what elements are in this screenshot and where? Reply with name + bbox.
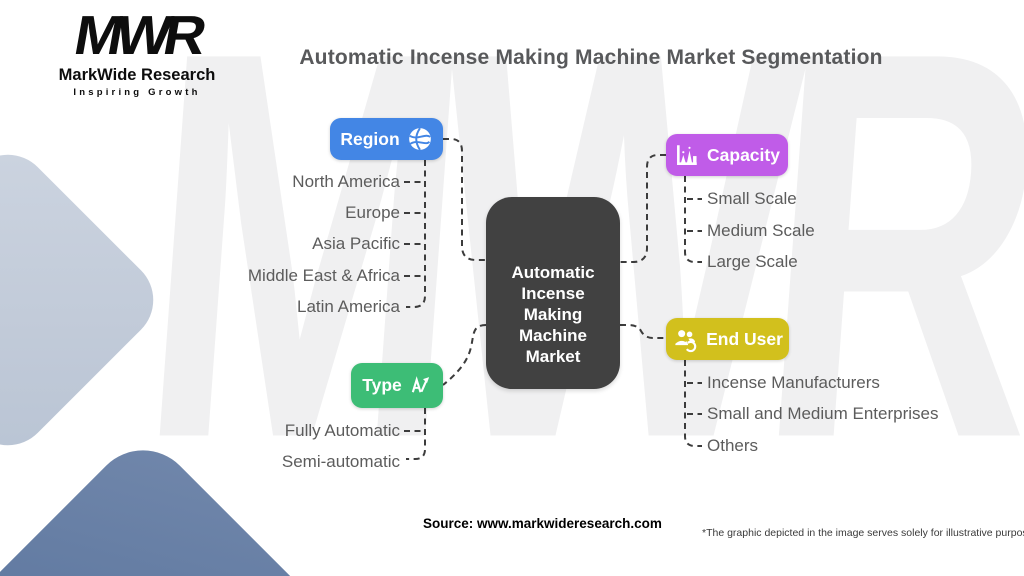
segment-node-end-user: End User [666,318,789,360]
type-item: Fully Automatic [284,421,400,440]
center-node-label: Automatic Incense Making Machine Market [511,263,595,366]
logo-name: MarkWide Research [58,66,216,84]
bar-chart-icon [677,145,697,165]
type-tools-icon [411,376,429,393]
end-user-item: Others [707,436,759,455]
logo-mark: MWR [69,4,205,67]
region-item: Europe [345,203,400,222]
segment-node-region: Region [330,118,443,160]
capacity-item: Small Scale [707,189,797,208]
logo: MWR MarkWide Research Inspiring Growth [52,5,222,98]
connector-enduser-spine [684,360,702,447]
users-sync-icon [675,329,697,352]
region-item: Middle East & Africa [247,266,400,285]
segment-node-capacity: Capacity [666,134,788,176]
connector-type-center [442,324,487,386]
source-note: Source: www.markwideresearch.com [423,516,662,531]
page-title: Automatic Incense Making Machine Market … [299,46,883,69]
segment-label-type: Type [362,375,402,395]
end-user-item: Small and Medium Enterprises [707,404,939,423]
segment-label-region: Region [340,128,400,149]
globe-icon [408,127,431,151]
connector-capacity-center [620,154,666,263]
region-item: North America [292,172,400,191]
segment-label-capacity: Capacity [707,144,780,165]
region-item: Latin America [297,297,400,316]
connector-region-center [443,138,486,261]
capacity-item: Medium Scale [707,221,815,240]
disclaimer-note: *The graphic depicted in the image serve… [702,527,1024,539]
region-item: Asia Pacific [312,234,400,253]
segment-label-end-user: End User [706,328,783,349]
connector-type-spine [406,408,426,460]
center-node: Automatic Incense Making Machine Market [486,197,620,389]
connector-capacity-spine [684,176,702,263]
end-user-item: Incense Manufacturers [707,373,880,392]
type-item: Semi-automatic [281,452,400,471]
logo-tagline: Inspiring Growth [73,87,201,98]
capacity-item: Large Scale [707,252,798,271]
segment-node-type: Type [351,363,443,408]
connector-enduser-center [620,324,666,339]
